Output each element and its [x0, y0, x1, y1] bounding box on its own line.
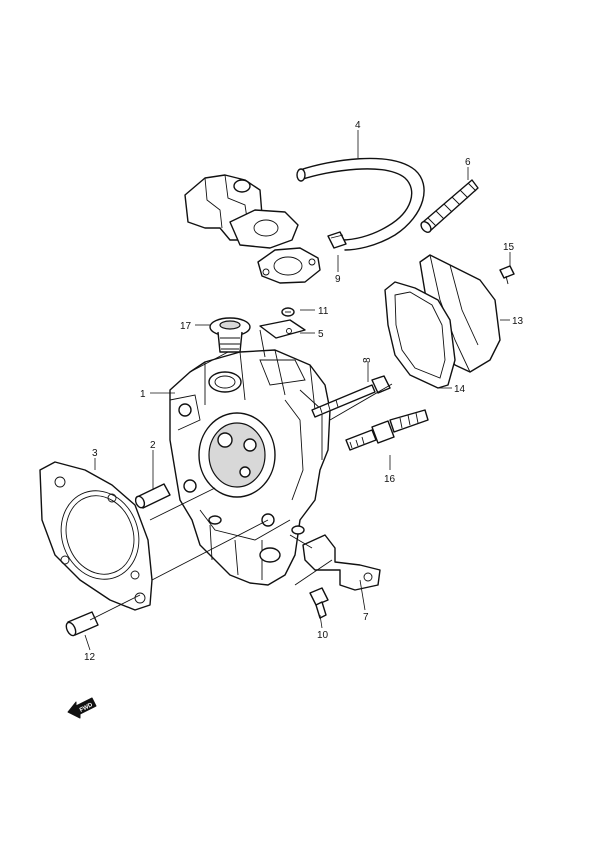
- callout-6: 6: [465, 157, 471, 168]
- callout-9: 9: [335, 274, 341, 285]
- leader-lines: [84, 130, 511, 651]
- dowel-pin-part: [134, 483, 171, 509]
- forward-arrow-icon: FWD: [67, 697, 97, 719]
- cylinder-head-part: [169, 349, 331, 586]
- thermostat-part: [209, 317, 251, 353]
- callout-5: 5: [318, 329, 324, 340]
- callout-13: 13: [512, 316, 524, 327]
- fwd-label: FWD: [79, 702, 94, 714]
- callout-4: 4: [355, 120, 361, 131]
- callout-17: 17: [180, 321, 192, 332]
- callout-12: 12: [84, 652, 96, 663]
- hose-clip-part: [327, 231, 347, 249]
- callout-2: 2: [150, 440, 156, 451]
- callout-15: 15: [503, 242, 515, 253]
- plate-part: [259, 319, 306, 339]
- callout-3: 3: [92, 448, 98, 459]
- bracket-bolt-part: [309, 587, 329, 619]
- bracket-part: [302, 534, 381, 591]
- long-bolt-part: [311, 375, 391, 418]
- callout-16: 16: [384, 474, 396, 485]
- sleeve-part: [65, 611, 99, 637]
- callout-10: 10: [317, 630, 329, 641]
- callout-1: 1: [140, 389, 146, 400]
- callout-14: 14: [454, 384, 466, 395]
- callout-11: 11: [318, 306, 329, 317]
- screw-part: [281, 307, 295, 317]
- head-gasket-part: [39, 461, 153, 611]
- spiral-sleeve-part: [420, 179, 479, 233]
- spark-plug-part: [345, 409, 429, 451]
- head-cover-gasket-part: [384, 281, 456, 389]
- callout-labels: 4 6 15 9 11 13 17 5 8 1 14 2 3 16 7 10 1…: [84, 120, 524, 663]
- cover-gasket-part: [257, 247, 321, 284]
- small-bolt-part: [499, 265, 515, 285]
- thermostat-cover-part: [184, 174, 299, 249]
- assembly-guide-lines: [89, 329, 393, 621]
- callout-7: 7: [363, 612, 369, 623]
- callout-8: 8: [362, 357, 373, 363]
- hose-part: [296, 157, 425, 251]
